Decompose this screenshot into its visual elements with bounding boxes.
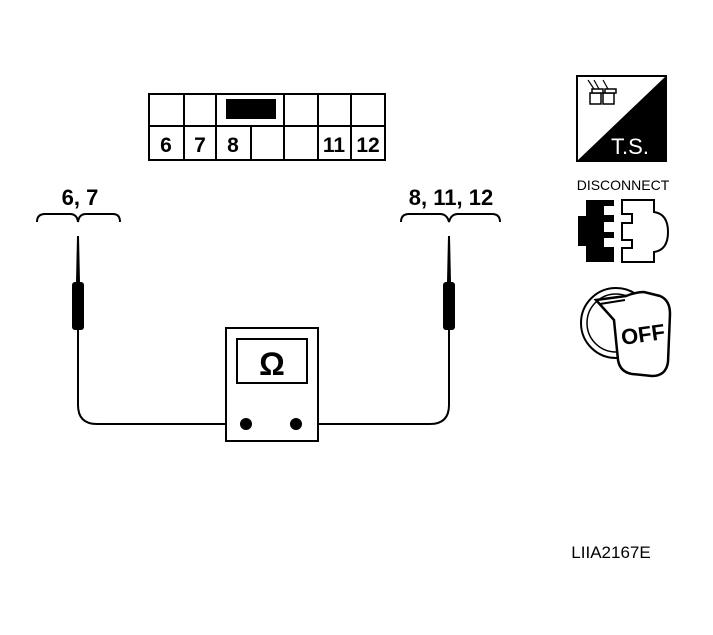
connector-face: 6 7 8 11 12 bbox=[148, 93, 386, 161]
meter-terminal-positive bbox=[290, 418, 302, 430]
pin-label: 6 bbox=[160, 134, 172, 157]
connector-disconnect-icon: DISCONNECT bbox=[577, 177, 670, 263]
meter-terminal-negative bbox=[240, 418, 252, 430]
pin-label: 11 bbox=[323, 134, 346, 157]
probe-right bbox=[318, 236, 455, 425]
probe-left-label: 6, 7 bbox=[62, 185, 99, 210]
probe-left-brace bbox=[36, 213, 121, 223]
ohmmeter-display bbox=[236, 338, 308, 384]
probe-right-brace bbox=[400, 213, 501, 223]
pin-label: 12 bbox=[356, 134, 379, 157]
disconnect-label: DISCONNECT bbox=[577, 177, 670, 193]
probe-right-label: 8, 11, 12 bbox=[409, 185, 493, 210]
key-off-label: OFF bbox=[619, 319, 666, 350]
ohm-symbol: Ω bbox=[259, 346, 285, 382]
pin-label: 8 bbox=[227, 134, 239, 157]
pin-label: 7 bbox=[194, 134, 206, 157]
probe-left bbox=[72, 236, 226, 425]
ignition-key-off-icon: OFF bbox=[580, 287, 672, 378]
reference-code: LIIA2167E bbox=[571, 543, 650, 562]
ohmmeter: Ω bbox=[225, 327, 319, 442]
connector-lock-tab bbox=[226, 99, 276, 119]
ts-label: T.S. bbox=[611, 134, 649, 159]
test-terminal-icon: T.S. bbox=[576, 75, 667, 162]
